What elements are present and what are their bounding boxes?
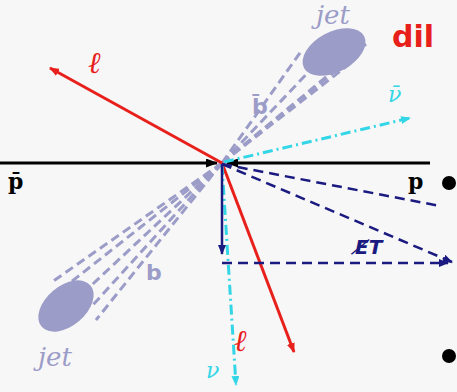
quark-label: b xyxy=(146,262,162,284)
lepton-label: ℓ xyxy=(234,326,247,356)
top-jet-blob xyxy=(295,18,374,85)
title-heading: dil xyxy=(392,22,434,52)
neutrino-label: ν xyxy=(206,360,219,382)
antiproton-beam xyxy=(0,162,217,165)
bullet xyxy=(442,176,456,190)
met-label: E̸T xyxy=(352,236,385,258)
quark-label: b̄ xyxy=(252,96,268,118)
neutrino-label: ν̄ xyxy=(388,84,401,106)
lepton-label: ℓ xyxy=(88,48,101,78)
beam-label: p̄ xyxy=(8,170,23,192)
jet-label: jet xyxy=(316,2,350,28)
met-component xyxy=(222,262,448,265)
lepton-arrow xyxy=(50,68,222,163)
met-vector xyxy=(222,164,452,262)
proton-beam xyxy=(227,162,430,165)
antineutrino-arrow xyxy=(224,118,410,162)
jet-label: jet xyxy=(38,344,72,370)
met-vector xyxy=(222,164,440,206)
met-component xyxy=(221,164,224,254)
beam-label: p xyxy=(408,170,423,192)
neutrino-arrow xyxy=(222,165,236,385)
bottom-jet-blob xyxy=(29,270,104,342)
bullet xyxy=(442,349,456,363)
